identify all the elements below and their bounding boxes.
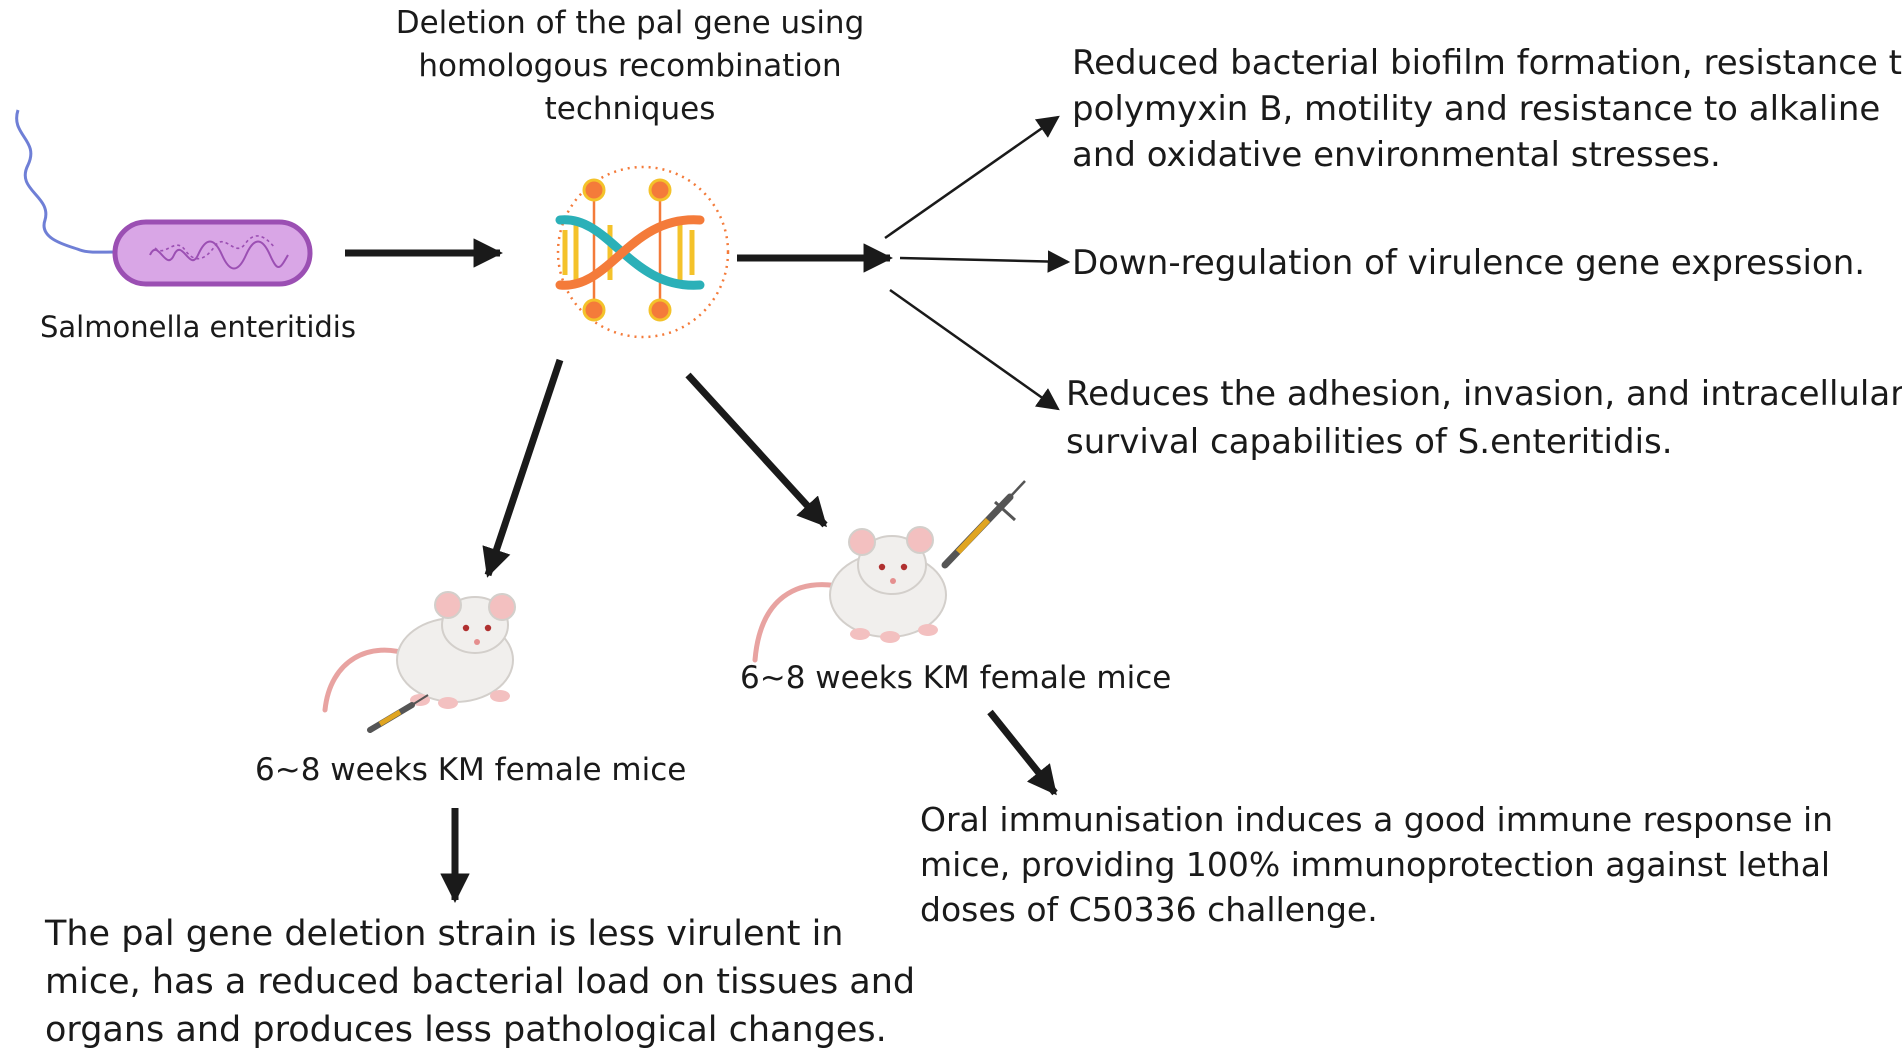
dna-helix-icon xyxy=(555,165,730,339)
mouse-icon xyxy=(322,591,516,713)
arrow-mouse-2-to-result xyxy=(987,709,1058,796)
outcome-line: and oxidative environmental stresses. xyxy=(1072,135,1721,175)
mouse-1-label: 6~8 weeks KM female mice xyxy=(255,752,687,788)
syringe-icon xyxy=(367,694,429,733)
syringe-icon xyxy=(941,480,1026,569)
dna-step-label: Deletion of the pal gene using homologou… xyxy=(380,2,880,131)
outcome-line: Down-regulation of virulence gene expres… xyxy=(1072,243,1866,283)
outcome-line: Reduced bacterial biofilm formation, res… xyxy=(1072,43,1902,83)
arrow-dna-to-mouse-2 xyxy=(685,372,828,528)
arrow-dna-to-mouse-1 xyxy=(482,358,564,578)
outcome-line: survival capabilities of S.enteritidis. xyxy=(1066,422,1673,462)
dna-step-line: Deletion of the pal gene using xyxy=(395,5,865,41)
dna-step-line: homologous recombination xyxy=(418,48,842,84)
result-line: The pal gene deletion strain is less vir… xyxy=(45,914,844,954)
outcome-3: Reduces the adhesion, invasion, and intr… xyxy=(1066,370,1902,466)
arrow-to-outcome-1 xyxy=(884,115,1060,240)
outcome-2: Down-regulation of virulence gene expres… xyxy=(1072,240,1865,286)
arrows xyxy=(345,115,1071,903)
mouse-icon xyxy=(752,526,947,663)
result-line: doses of C50336 challenge. xyxy=(920,890,1378,929)
result-line: mice, providing 100% immunoprotection ag… xyxy=(920,845,1831,884)
mouse-2-label: 6~8 weeks KM female mice xyxy=(740,660,1172,696)
outcome-line: polymyxin B, motility and resistance to … xyxy=(1072,89,1881,129)
result-line: Oral immunisation induces a good immune … xyxy=(920,800,1834,839)
result-line: organs and produces less pathological ch… xyxy=(45,1010,887,1050)
virulence-result: The pal gene deletion strain is less vir… xyxy=(45,910,915,1054)
arrow-to-outcome-2 xyxy=(899,250,1071,273)
result-line: mice, has a reduced bacterial load on ti… xyxy=(45,962,916,1002)
arrow-to-outcome-3 xyxy=(889,288,1060,411)
dna-step-line: techniques xyxy=(544,91,716,127)
salmonella-bacterium-icon xyxy=(15,109,313,287)
oral-immunisation-result: Oral immunisation induces a good immune … xyxy=(920,797,1833,932)
bacterium-label: Salmonella enteritidis xyxy=(40,310,356,344)
outcome-1: Reduced bacterial biofilm formation, res… xyxy=(1072,40,1902,178)
outcome-line: Reduces the adhesion, invasion, and intr… xyxy=(1066,374,1902,414)
